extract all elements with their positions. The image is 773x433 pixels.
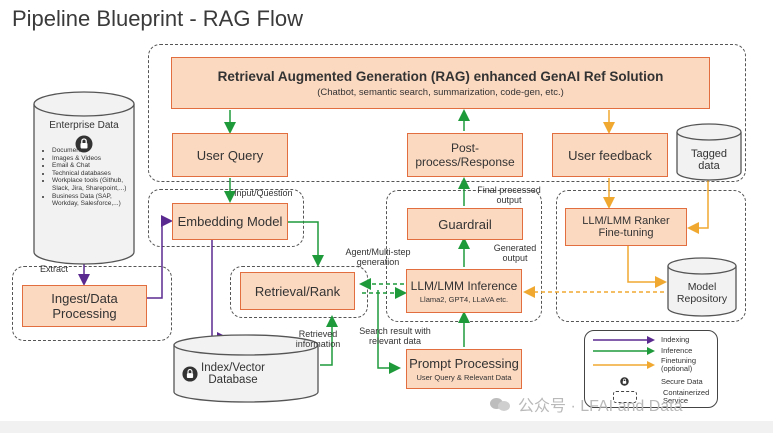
legend-item-secure: Secure Data: [593, 377, 703, 386]
guardrail-box: Guardrail: [407, 208, 523, 240]
user-query-label: User Query: [196, 147, 264, 163]
retrieval-container: [230, 266, 368, 318]
index-vector-label: Index/Vector Database: [201, 362, 265, 386]
list-item: Images & Videos: [52, 155, 132, 163]
legend-label: Finetuning (optional): [661, 356, 697, 373]
lock-icon: [182, 366, 198, 382]
retrieved-label: Retrieved information: [295, 329, 341, 349]
prompt-label: Prompt Processing: [409, 356, 519, 371]
legend-label: Secure Data: [661, 377, 703, 386]
legend-item-finetuning: Finetuning (optional): [593, 357, 713, 373]
rag-subtitle: (Chatbot, semantic search, summarization…: [317, 86, 564, 98]
legend-label: Indexing: [661, 335, 690, 344]
generated-output-label: Generated output: [493, 243, 537, 263]
enterprise-data-cylinder: [33, 91, 135, 265]
embedding-label: Embedding Model: [177, 214, 283, 229]
guardrail-label: Guardrail: [438, 216, 492, 232]
ingest-container: [12, 266, 172, 341]
legend-item-container: Containerized Service: [593, 389, 715, 405]
enterprise-data-title: Enterprise Data: [49, 120, 119, 131]
prompt-sublabel: User Query & Relevant Data: [416, 373, 512, 382]
input-question-label: Input/Question: [234, 188, 293, 198]
list-item: Documents: [52, 147, 132, 155]
tagged-data-cylinder: [676, 123, 742, 181]
retrieval-label: Retrieval/Rank: [254, 283, 341, 299]
embedding-model-box: Embedding Model: [172, 203, 288, 240]
legend-label: Containerized Service: [663, 388, 710, 405]
dashed-box-icon: [613, 391, 637, 403]
post-process-label: Post-process/Response: [415, 141, 515, 169]
model-repository-label: Model Repository: [676, 281, 728, 305]
list-item: Technical databases: [52, 170, 132, 178]
prompt-processing-box: Prompt Processing User Query & Relevant …: [406, 349, 522, 389]
rag-solution-container: [148, 44, 746, 182]
footer-bar: [0, 421, 773, 433]
search-result-label: Search result with relevant data: [359, 326, 431, 346]
post-process-box: Post-process/Response: [407, 133, 523, 177]
page-title: Pipeline Blueprint - RAG Flow: [12, 6, 304, 31]
lock-icon: [75, 135, 93, 153]
wechat-icon: [490, 396, 512, 412]
inference-sublabel: Llama2, GPT4, LLaVA etc.: [419, 294, 509, 304]
retrieval-rank-box: Retrieval/Rank: [240, 272, 355, 310]
list-item: Workplace tools (Github, Slack, Jira, Sh…: [52, 177, 132, 192]
finetune-container: [556, 190, 746, 322]
user-feedback-box: User feedback: [552, 133, 668, 177]
tagged-data-label: Tagged data: [690, 148, 728, 172]
legend-item-indexing: Indexing: [593, 335, 689, 344]
list-item: Business Data (SAP, Workday, Salesforce,…: [52, 193, 132, 208]
ranker-finetuning-box: LLM/LMM Ranker Fine-tuning: [565, 208, 687, 246]
rag-title: Retrieval Augmented Generation (RAG) enh…: [217, 68, 664, 84]
list-item: Email & Chat: [52, 162, 132, 170]
legend: Indexing Inference Finetuning (optional)…: [584, 330, 718, 408]
enterprise-data-list: Documents Images & Videos Email & Chat T…: [40, 147, 132, 208]
watermark-text: 公众号 · LFAI and Data: [518, 398, 683, 415]
legend-label: Inference: [661, 346, 693, 355]
final-output-label: Final processed output: [477, 185, 541, 205]
lock-icon: [593, 377, 655, 386]
user-feedback-label: User feedback: [568, 147, 652, 163]
user-query-box: User Query: [172, 133, 288, 177]
legend-item-inference: Inference: [593, 346, 692, 355]
embedding-container: [148, 189, 304, 247]
ranker-label: LLM/LMM Ranker Fine-tuning: [582, 215, 670, 239]
rag-solution-box: Retrieval Augmented Generation (RAG) enh…: [171, 57, 710, 109]
ingest-box: Ingest/Data Processing: [22, 285, 147, 327]
ingest-label: Ingest/Data Processing: [51, 291, 118, 321]
inference-box: LLM/LMM Inference Llama2, GPT4, LLaVA et…: [406, 269, 522, 313]
watermark: 公众号 · LFAI and Data: [490, 392, 683, 416]
index-vector-cylinder: [173, 334, 319, 403]
model-repository-cylinder: [667, 257, 737, 317]
agent-label: Agent/Multi-step generation: [345, 247, 411, 267]
extract-label: Extract: [40, 264, 69, 274]
inference-label: LLM/LMM Inference: [410, 278, 518, 293]
